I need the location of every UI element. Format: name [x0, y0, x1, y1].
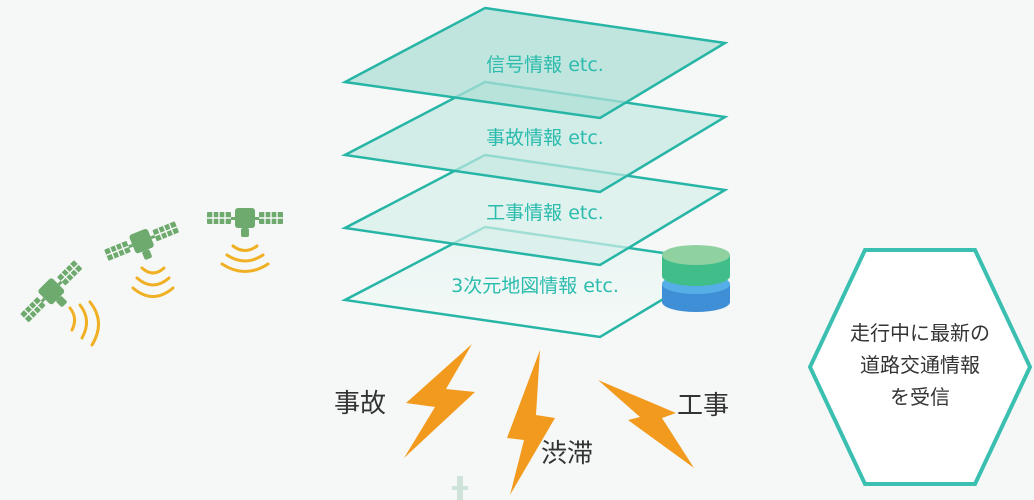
lightning-icon	[507, 350, 555, 495]
receive-info-line3: を受信	[890, 385, 950, 409]
receive-info-line2: 道路交通情報	[860, 353, 980, 377]
satellite-icon	[207, 208, 283, 273]
signal-wave-icon	[68, 300, 100, 347]
layer-construction: 工事情報 etc.	[340, 153, 729, 267]
lightning-icon	[598, 380, 694, 468]
layer-accident: 事故情報 etc.	[340, 80, 729, 194]
event-accident-label: 事故	[334, 389, 386, 419]
layer-signal-label: 信号情報 etc.	[486, 54, 604, 76]
satellite-icon	[104, 221, 179, 261]
layer-construction-label: 工事情報 etc.	[486, 202, 604, 224]
receive-info-line1: 走行中に最新の	[850, 321, 990, 345]
event-construction-label: 工事	[677, 391, 729, 421]
event-congestion-label: 渋滞	[541, 439, 593, 469]
layer-3d-map: 3次元地図情報 etc.	[340, 225, 729, 339]
lightning-icon	[404, 344, 475, 458]
database-icon	[662, 245, 730, 312]
layer-signal: 信号情報 etc.	[341, 6, 729, 120]
receive-info-hexagon: 走行中に最新の 道路交通情報 を受信	[807, 248, 1033, 486]
tower-icon	[452, 476, 468, 500]
layer-accident-label: 事故情報 etc.	[486, 127, 604, 149]
layer-3d-map-label: 3次元地図情報 etc.	[451, 275, 619, 297]
signal-wave-icon	[131, 266, 175, 298]
satellite-icon	[20, 260, 82, 322]
